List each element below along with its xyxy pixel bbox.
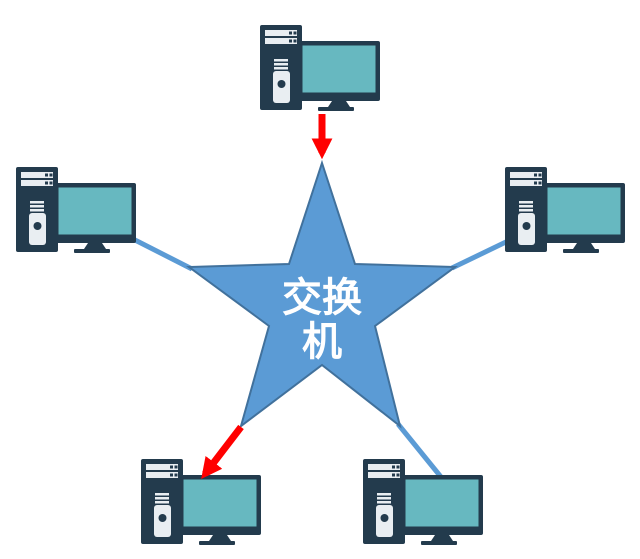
connectors-group: [131, 236, 510, 479]
switch-star-shape: [186, 159, 458, 429]
connector-line-right: [450, 238, 510, 271]
computer-node-bottom-right: [363, 459, 483, 545]
red-arrow-switch-to-bottom-left: [201, 424, 244, 480]
computer-node-top: [260, 25, 380, 111]
connector-line-left: [131, 236, 194, 272]
switch-star-label: 交换机: [282, 275, 362, 365]
computer-node-left: [16, 167, 136, 253]
computer-node-right: [505, 167, 625, 253]
arrows-group: [201, 114, 333, 480]
connector-line-bottom-right: [396, 422, 443, 479]
computer-node-bottom-left: [141, 459, 261, 545]
